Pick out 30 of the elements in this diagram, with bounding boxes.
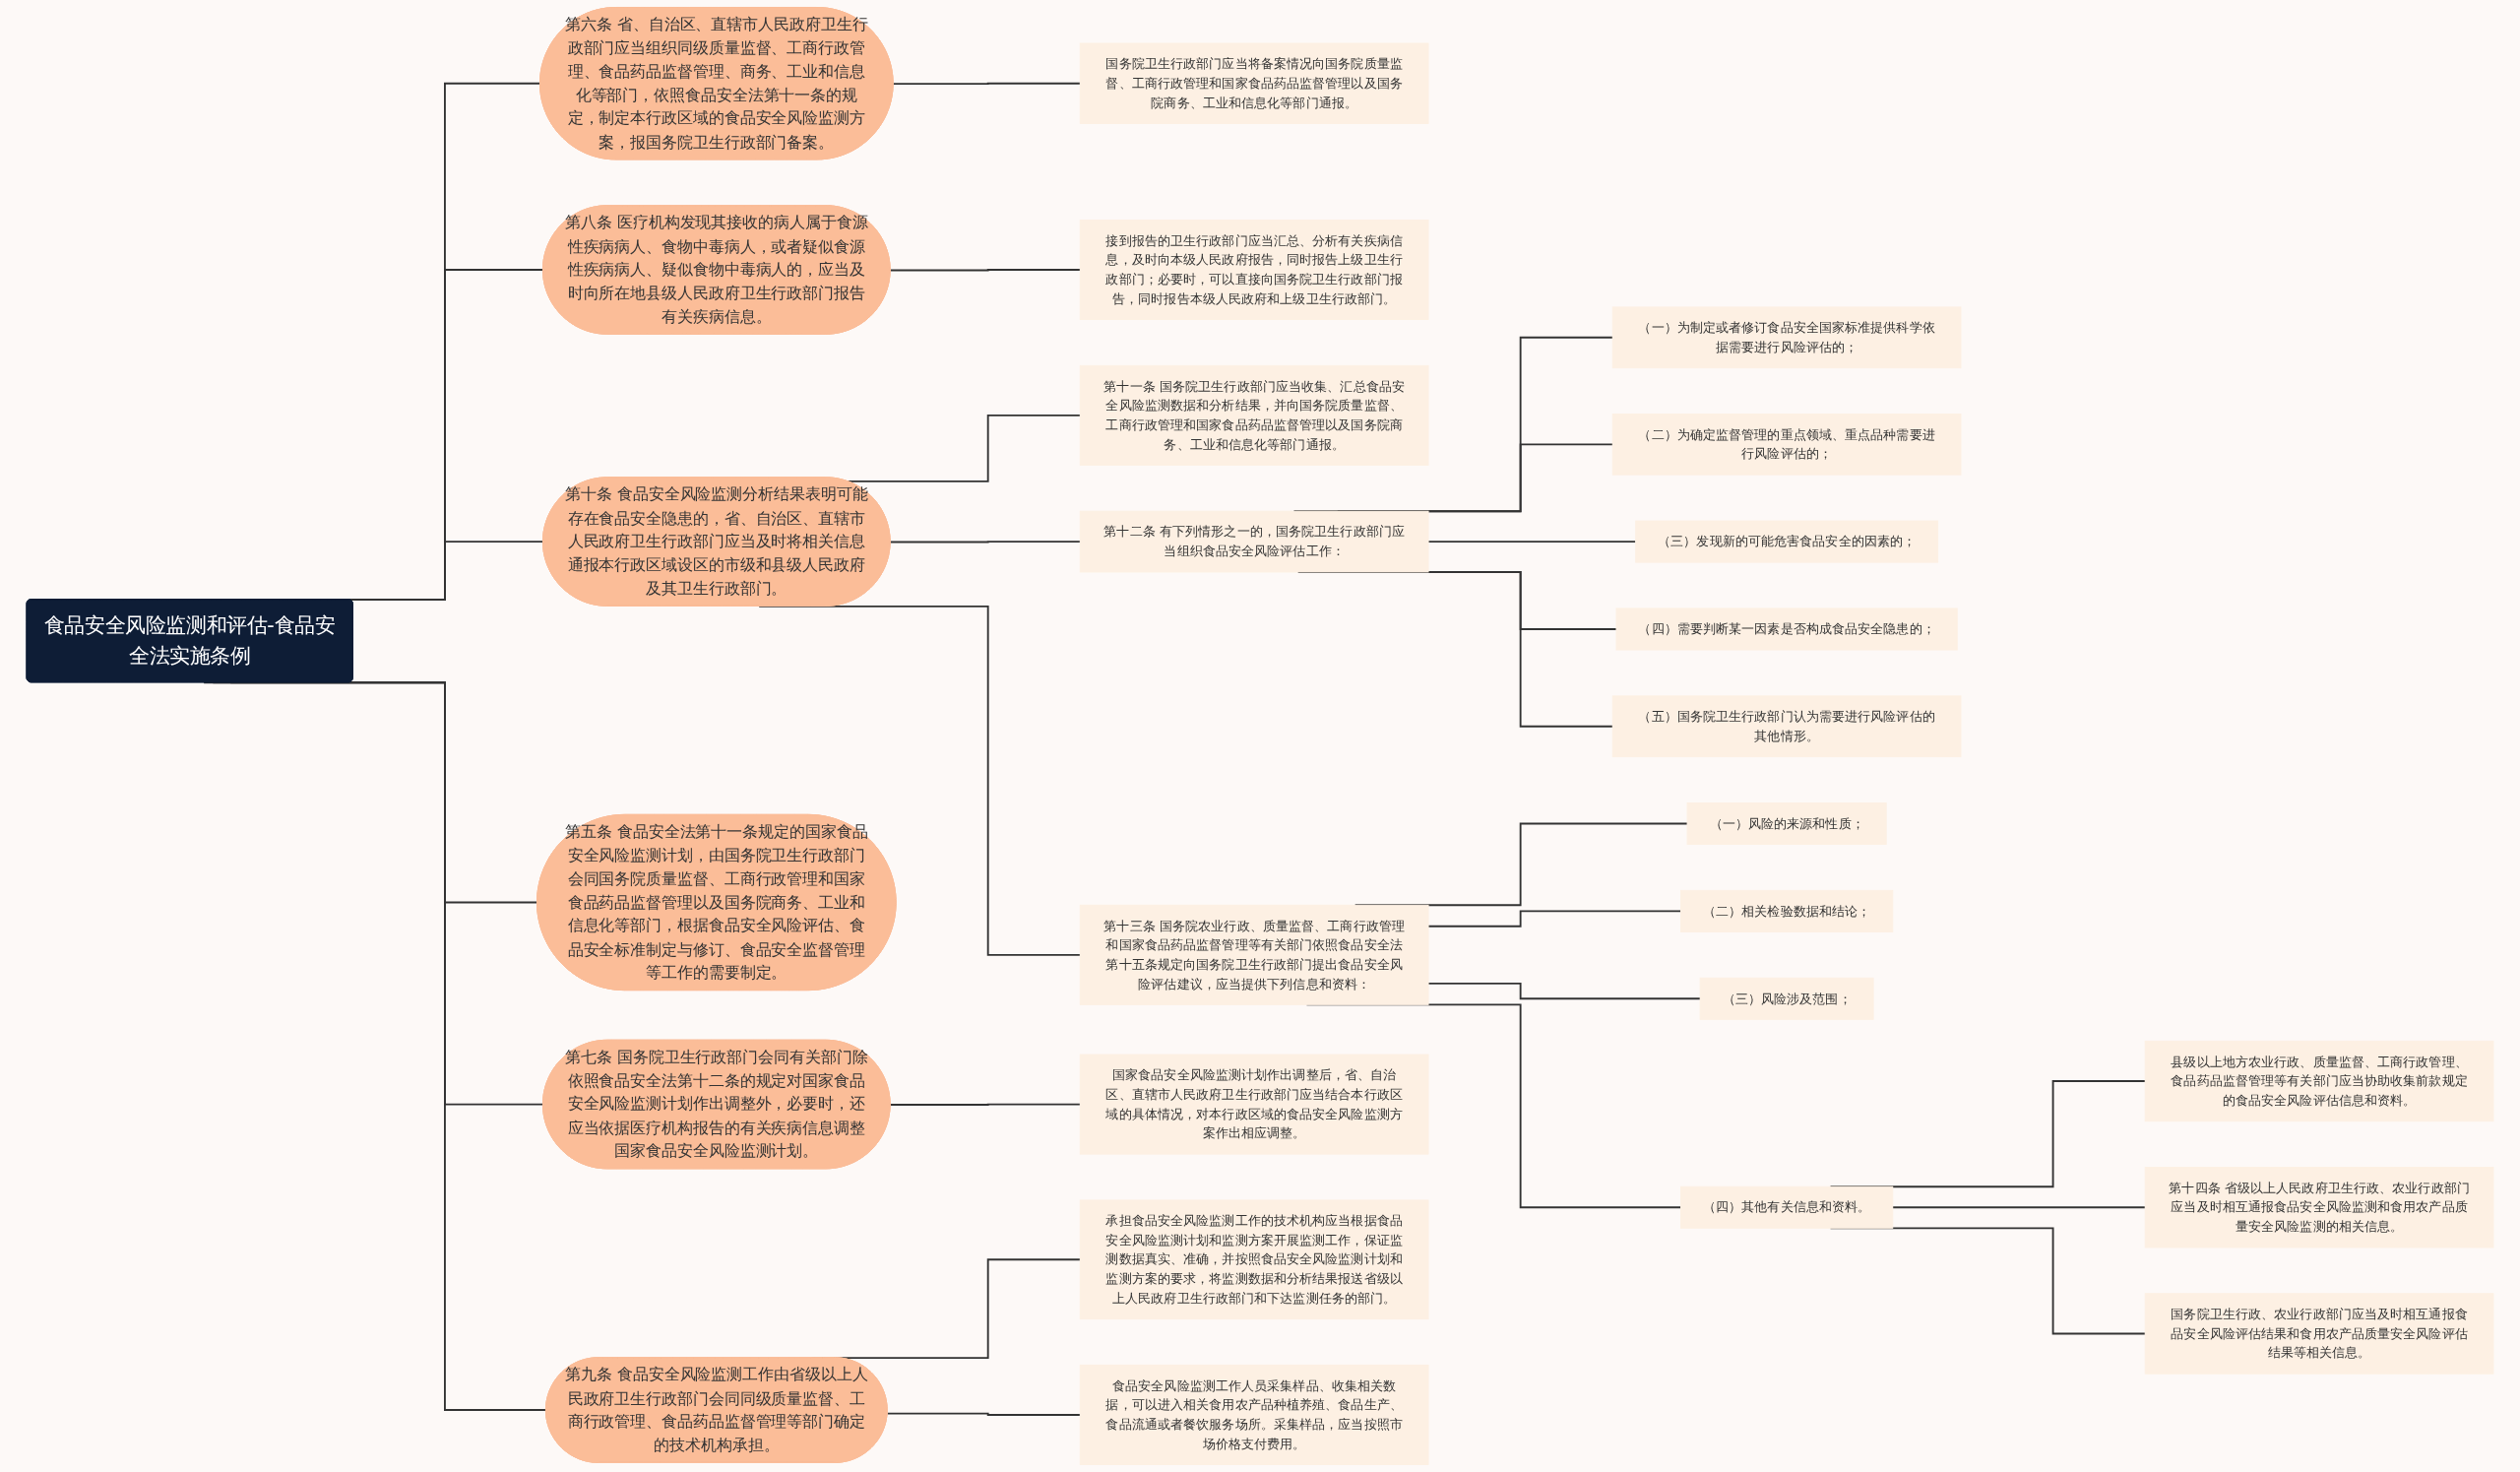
node-box: 食品安全风险监测工作人员采集样品、收集相关数据，可以进入相关食用农产品种植养殖、食品生产、食品流通或者餐饮服务场所。采集样品，应当按照市场价格支付费用。 (1079, 1364, 1429, 1465)
node-box: 第十一条 国务院卫生行政部门应当收集、汇总食品安全风险监测数据和分析结果，并向国务院质量监督、工商行政管理和国家食品药品监督管理以及国务院商务、工业和信息化等部门通报。 (1079, 364, 1429, 466)
node-box: （二）相关检验数据和结论； (1680, 889, 1894, 932)
connector (1891, 1206, 2147, 1209)
node-box: 国务院卫生行政部门应当将备案情况向国务院质量监督、工商行政管理和国家食品药品监督管理以及国务院商务、工业和信息化等部门通报。 (1079, 42, 1429, 124)
connector (1427, 541, 1637, 543)
connector (203, 681, 547, 1412)
connector (892, 82, 1082, 86)
node-box: （一）风险的来源和性质； (1686, 801, 1887, 845)
connector (1427, 982, 1702, 1000)
node-box: 县级以上地方农业行政、质量监督、工商行政管理、食品药品监督管理等有关部门应当协助收集前款规定的食品安全风险评估信息和资料。 (2144, 1040, 2494, 1122)
node-box: 承担食品安全风险监测工作的技术机构应当根据食品安全风险监测计划和监测方案开展监测工作，保证监测数据真实、准确，并按照食品安全风险监测计划和监测方案的要求，将监测数据和分析结果报送省级以上人民政府卫生行政部门和下达监测任务的部门。 (1079, 1199, 1429, 1320)
connector (889, 269, 1082, 272)
node-box: 国家食品安全风险监测计划作出调整后，省、自治区、直辖市人民政府卫生行政部门应当结合本行政区域的具体情况，对本行政区域的食品安全风险监测方案作出相应调整。 (1079, 1054, 1429, 1155)
connector (886, 1412, 1082, 1416)
connector (889, 541, 1082, 544)
node-box: 第十四条 省级以上人民政府卫生行政、农业行政部门应当及时相互通报食品安全风险监测和食用农产品质量安全风险监测的相关信息。 (2144, 1167, 2494, 1248)
node-box: （二）为确定监督管理的重点领域、重点品种需要进行风险评估的； (1611, 414, 1962, 476)
node-box: 接到报告的卫生行政部门应当汇总、分析有关疾病信息，及时向本级人民政府报告，同时报告上级卫生行政部门；必要时，可以直接向国务院卫生行政部门报告，同时报告本级人民政府和上级卫生行政部门。 (1079, 220, 1429, 320)
node-box: 第十三条 国务院农业行政、质量监督、工商行政管理和国家食品药品监督管理等有关部门依照食品安全法第十五条规定向国务院卫生行政部门提出食品安全风险评估建议，应当提供下列信息和资料： (1079, 904, 1429, 1005)
node-box: 国务院卫生行政、农业行政部门应当及时相互通报食品安全风险评估结果和食用农产品质量安全风险评估结果等相关信息。 (2144, 1293, 2494, 1375)
node-box: （四）其他有关信息和资料。 (1680, 1185, 1894, 1229)
node-box: （三）发现新的可能危害食品安全的因素的； (1635, 520, 1939, 563)
node-box: （四）需要判断某一因素是否构成食品安全隐患的； (1615, 608, 1958, 651)
node-box: 第十二条 有下列情形之一的，国务院卫生行政部门应当组织食品安全风险评估工作： (1079, 510, 1429, 573)
connector (889, 1103, 1082, 1106)
node-box: （三）风险涉及范围； (1699, 977, 1874, 1020)
node-box: （一）为制定或者修订食品安全国家标准提供科学依据需要进行风险评估的； (1611, 306, 1962, 369)
connector (1427, 910, 1682, 928)
node-box: （五）国务院卫生行政部门认为需要进行风险评估的其他情形。 (1611, 695, 1962, 758)
